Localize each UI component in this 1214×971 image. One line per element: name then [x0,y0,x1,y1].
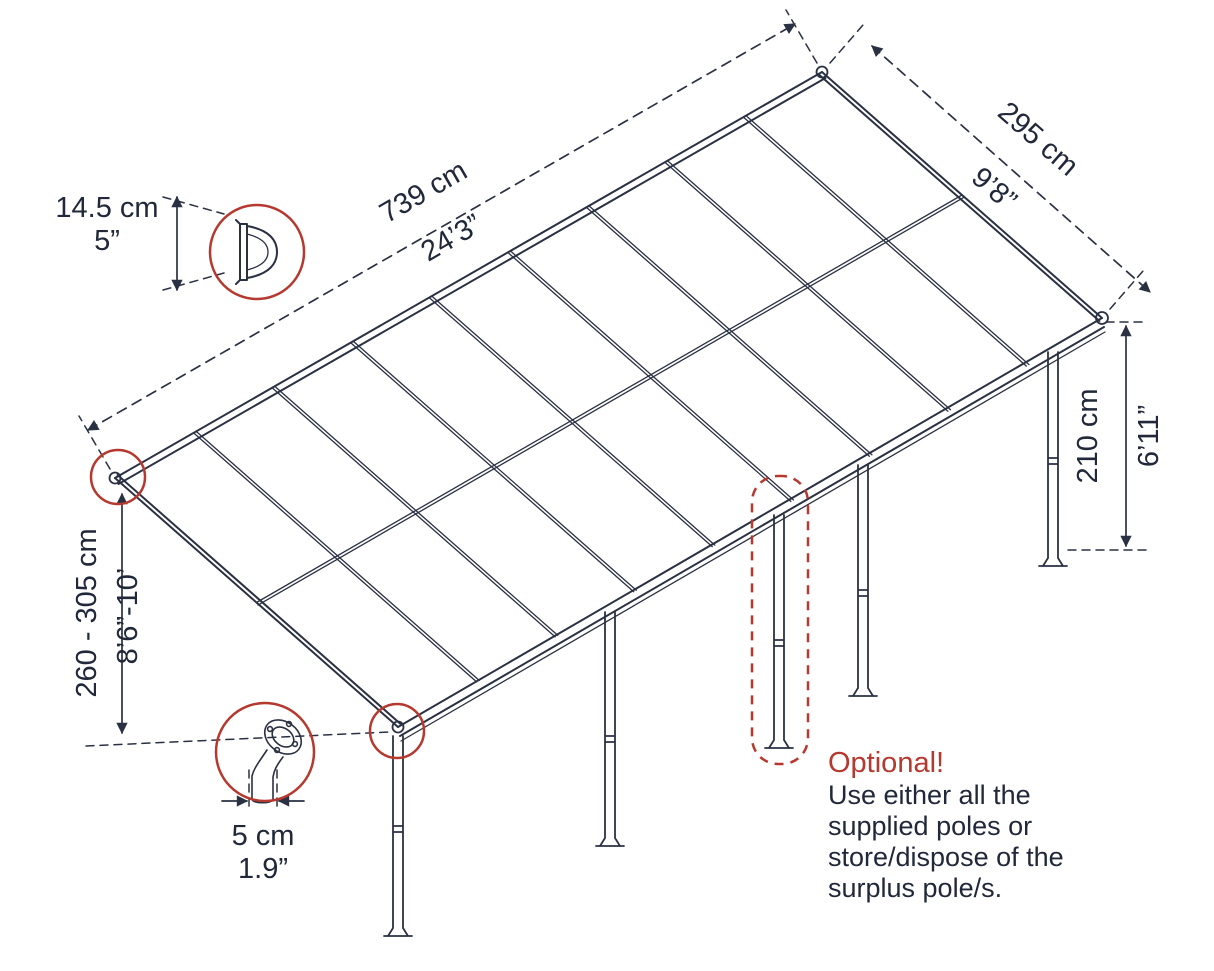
optional-note-line: surplus pole/s. [828,873,1002,903]
optional-note-line: supplied poles or [828,811,1032,841]
optional-note-line: store/dispose of the [828,842,1064,872]
dim-line-length [87,23,796,431]
patio-cover-drawing [78,9,1151,937]
label-width-metric: 295 cm [992,96,1085,183]
label-height-right-imperial: 6’11” [1133,405,1165,467]
label-bracket-metric: 14.5 cm [55,192,158,224]
accent-highlights [89,203,810,803]
detail-circle-pole-foot [214,701,316,803]
label-length-imperial: 24’3” [416,208,488,268]
label-height-right-metric: 210 cm [1072,388,1104,483]
optional-note-title: Optional! [828,747,944,779]
pole-elbow-detail [251,719,303,804]
detail-circle-corner-left [89,448,147,506]
extension-lines [78,9,1149,813]
support-posts [383,351,1068,937]
detail-circle-post-top [368,702,426,760]
optional-note-line: Use either all the [828,780,1031,810]
label-pole-imperial: 1.9” [238,853,288,885]
optional-pole-outline [750,474,810,766]
dimension-lines [87,23,1151,807]
corner-caps [108,65,1109,734]
label-bracket-imperial: 5” [94,225,120,257]
label-height-left-metric: 260 - 305 cm [71,528,103,697]
bracket-profile-detail [235,219,278,285]
optional-note: Optional! Use either all the supplied po… [828,747,1064,903]
label-height-left-imperial: 8’6”-10’ [112,568,144,665]
roof-back-beam [114,71,827,485]
dim-line-width [871,45,1151,293]
label-width-imperial: 9’8” [965,161,1022,217]
gutter-beam [397,317,1106,742]
label-pole-metric: 5 cm [232,820,295,852]
dimension-labels: 739 cm 24’3” 295 cm 9’8” 210 cm 6’11” 26… [55,96,1165,885]
detail-circle-bracket [208,203,306,301]
